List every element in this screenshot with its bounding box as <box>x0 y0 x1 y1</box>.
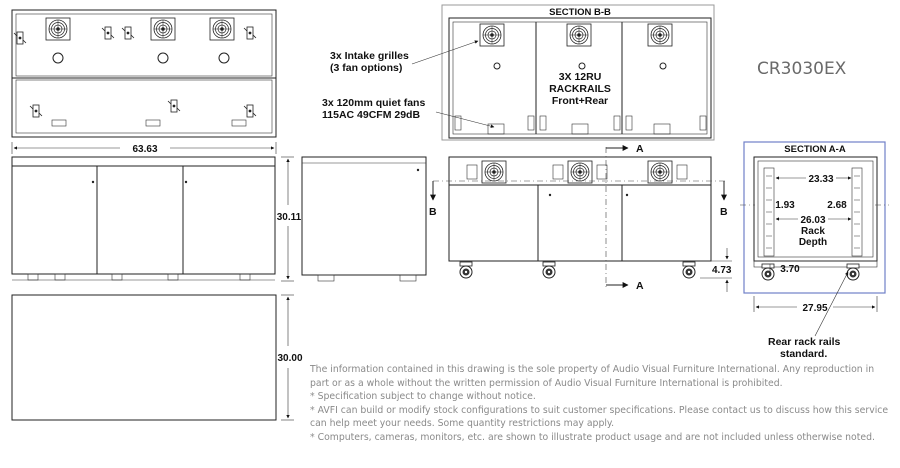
caster-offset-label: 3.70 <box>780 264 800 275</box>
overall-depth-label: 27.95 <box>802 303 827 314</box>
rackrails-label-line1: 3X 12RU <box>559 71 602 83</box>
inner-width-label: 23.33 <box>808 174 833 185</box>
rear-rails-callout-line2: standard. <box>780 348 827 360</box>
rear-rails-callout: Rear rack rails standard. <box>768 271 849 360</box>
section-marker-b-left: B <box>429 206 437 218</box>
rackrails-label-line3: Front+Rear <box>552 95 608 107</box>
rear-rails-callout-line1: Rear rack rails <box>768 336 841 348</box>
rear-elevation: A A B B <box>429 143 728 292</box>
section-aa: SECTION A-A 23.33 1.93 2.68 26.03 Rack D… <box>740 141 889 294</box>
section-marker-b-right: B <box>720 206 728 218</box>
section-aa-title: SECTION A-A <box>784 144 846 155</box>
section-marker-a-top: A <box>636 143 644 155</box>
note-ownership: The information contained in this drawin… <box>310 364 875 389</box>
rack-depth-label-line1: Rack <box>801 226 825 237</box>
width-dimension: 63.63 <box>11 142 277 155</box>
front-offset-label: 1.93 <box>775 200 795 211</box>
note-spec-change: * Specification subject to change withou… <box>310 391 536 403</box>
rack-depth-label-line2: Depth <box>799 237 827 248</box>
rear-offset-label: 2.68 <box>827 200 847 211</box>
note-illustration: * Computers, cameras, monitors, etc. are… <box>310 431 875 443</box>
depth-dimension-label: 30.00 <box>277 353 302 364</box>
section-bb: SECTION B-B 3X 12RU RACKRAILS Front+Rear <box>441 4 715 141</box>
section-marker-a-bottom: A <box>636 280 644 292</box>
rackrails-label-line2: RACKRAILS <box>549 83 611 95</box>
rack-depth-value: 26.03 <box>800 215 825 226</box>
model-name: CR3030EX <box>757 59 847 79</box>
height-dimension-label: 30.11 <box>277 212 302 223</box>
note-custom-build: * AVFI can build or modify stock configu… <box>310 404 889 430</box>
rear-view <box>11 9 277 138</box>
callouts: 3x Intake grilles (3 fan options) 3x 120… <box>322 40 495 128</box>
fans-callout-line2: 115AC 49CFM 29dB <box>322 109 420 121</box>
side-view <box>301 156 427 282</box>
overall-depth-dimension: 27.95 <box>753 296 878 314</box>
fans-callout-line1: 3x 120mm quiet fans <box>322 97 425 109</box>
width-dimension-label: 63.63 <box>132 144 157 155</box>
caster-height-label: 4.73 <box>712 265 732 276</box>
intake-callout-line2: (3 fan options) <box>330 62 402 74</box>
top-view: 30.00 <box>11 294 303 421</box>
section-bb-title: SECTION B-B <box>549 7 611 18</box>
caster-height-dimension: 4.73 <box>700 248 732 292</box>
notes-block: The information contained in this drawin… <box>310 363 895 445</box>
front-view <box>11 156 276 281</box>
height-dimension: 30.11 <box>277 156 302 282</box>
intake-callout-line1: 3x Intake grilles <box>330 50 409 62</box>
